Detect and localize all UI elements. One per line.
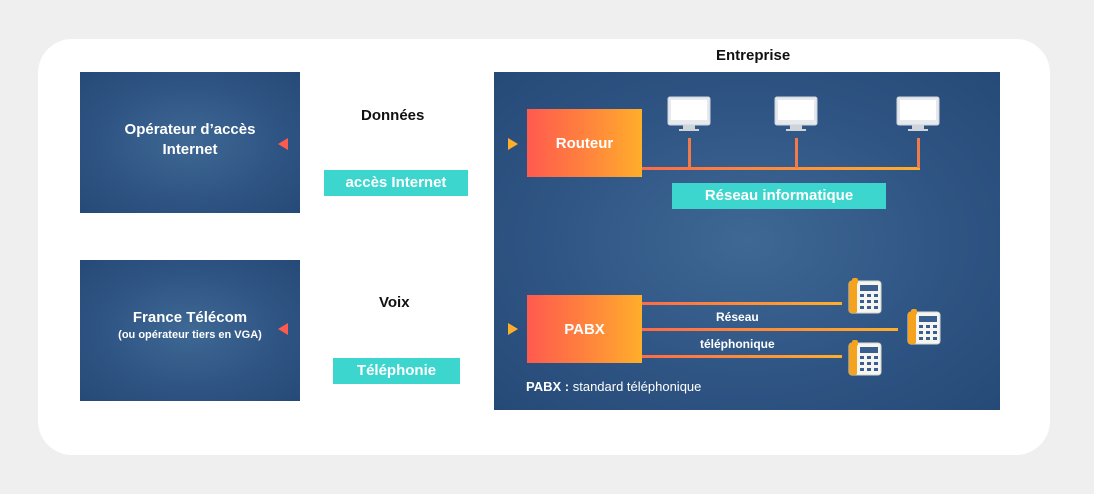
network-tag: Réseau informatique (672, 183, 886, 209)
phone-line-3 (642, 355, 842, 358)
router-box: Routeur (527, 109, 642, 177)
pabx-label: PABX (564, 320, 605, 338)
phone-network-label-1: Réseau (716, 310, 759, 324)
data-tag: accès Internet (324, 170, 468, 196)
monitor-icon (896, 96, 940, 131)
network-bus-line (642, 167, 920, 170)
voice-tag: Téléphonie (333, 358, 460, 384)
telecom-label-line1: France Télécom (132, 309, 248, 326)
desk-phone-icon (848, 278, 882, 314)
operator-label-line2: Internet (162, 141, 218, 158)
monitor-icon (667, 96, 711, 131)
desk-phone-icon (848, 340, 882, 376)
phone-line-1 (642, 302, 842, 305)
pabx-footnote-term: PABX : (526, 379, 570, 394)
data-link-label: Données (361, 107, 425, 124)
voice-link-label: Voix (379, 294, 410, 311)
monitor-icon (774, 96, 818, 131)
telecom-box: France Télécom (ou opérateur tiers en VG… (80, 260, 300, 401)
pabx-footnote: PABX : standard téléphonique (526, 379, 701, 394)
telecom-label-line2: (ou opérateur tiers en VGA) (118, 329, 262, 341)
phone-line-2 (642, 328, 898, 331)
pabx-footnote-definition: standard téléphonique (569, 379, 702, 394)
double-arrow-icon (278, 323, 518, 335)
operator-box: Opérateur d’accès Internet (80, 72, 300, 213)
operator-label-line1: Opérateur d’accès (124, 121, 256, 138)
phone-network-label-2: téléphonique (700, 337, 775, 351)
monitor-link-3 (917, 138, 920, 168)
monitor-link-1 (688, 138, 691, 168)
pabx-box: PABX (527, 295, 642, 363)
desk-phone-icon (907, 309, 941, 345)
router-label: Routeur (555, 134, 614, 152)
enterprise-title: Entreprise (716, 47, 791, 64)
monitor-link-2 (795, 138, 798, 168)
double-arrow-icon (278, 138, 518, 150)
